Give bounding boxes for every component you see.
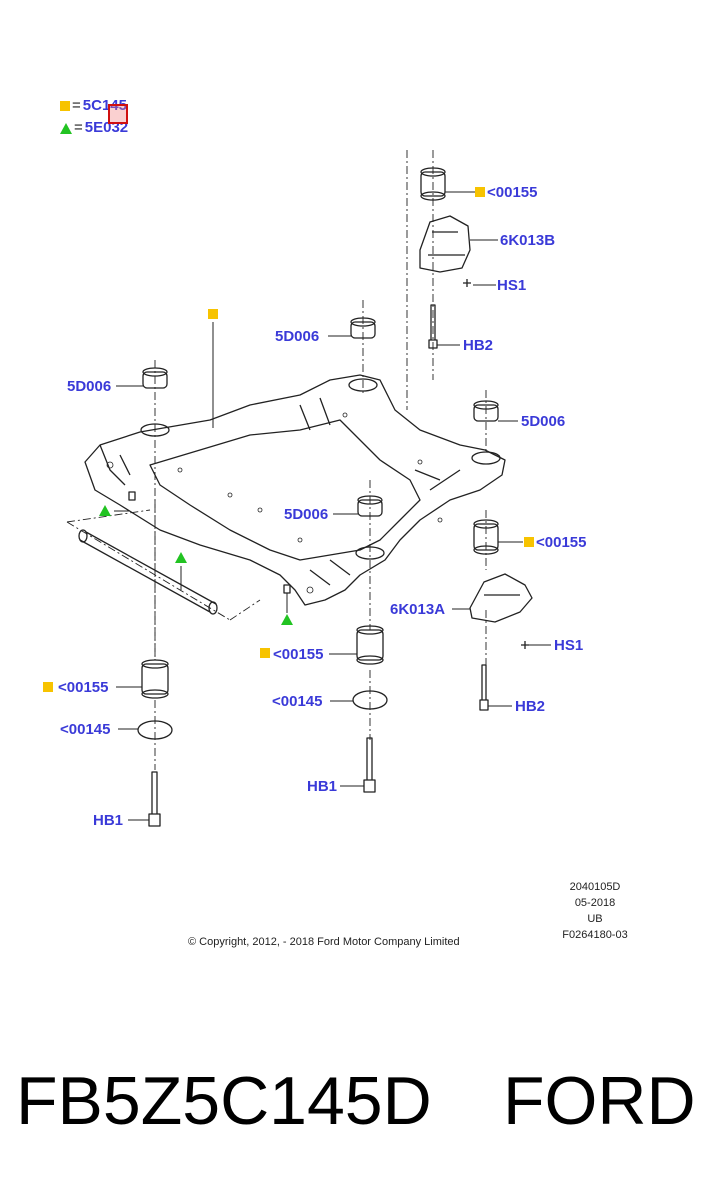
axis-lines <box>66 150 487 770</box>
square-marker-icon <box>260 648 270 658</box>
callout-6k013b: 6K013B <box>500 232 556 249</box>
washer-left <box>137 720 173 740</box>
highlight-box <box>108 104 128 124</box>
bush-5d006-right <box>473 400 499 422</box>
legend-equals: = <box>72 97 81 114</box>
ref-line-2: 05-2018 <box>574 897 616 909</box>
ref-line-4: F0264180-03 <box>562 929 628 941</box>
leader-lines <box>114 191 551 821</box>
bolt-hb2-right <box>479 664 489 711</box>
brand-name: FORD <box>503 1063 696 1139</box>
square-marker-icon <box>524 537 534 547</box>
bush-left <box>141 659 169 699</box>
bush-5d006-center <box>350 317 376 339</box>
part-number: FB5Z5C145D <box>16 1063 432 1139</box>
bush-top-rear <box>420 167 446 201</box>
bush-right <box>473 519 499 555</box>
stabilizer-bar <box>79 531 217 613</box>
callout-00145-left: <00145 <box>60 721 111 738</box>
callout-5d006-center: 5D006 <box>275 328 320 345</box>
callout-00155-left: <00155 <box>58 679 109 696</box>
callout-00155-right: <00155 <box>536 534 587 551</box>
washer-mid <box>352 690 388 710</box>
callout-00145-mid: <00145 <box>272 693 323 710</box>
bolt-hb1-mid <box>363 737 376 793</box>
footer: FB5Z5C145D FORD <box>0 1062 708 1152</box>
bolt-hb1-left <box>148 771 161 827</box>
subframe-exploded-diagram <box>66 150 551 827</box>
callout-6k013a: 6K013A <box>390 601 446 618</box>
triangle-marker-icon <box>99 505 111 516</box>
callout-hb1-mid: HB1 <box>307 778 338 795</box>
square-marker-icon <box>475 187 485 197</box>
legend-square-row: =5C145 <box>60 97 127 115</box>
callout-hb2-right: HB2 <box>515 698 546 715</box>
bush-5d006-left <box>142 367 168 389</box>
callout-hs1-top: HS1 <box>497 277 527 294</box>
ref-line-1: 2040105D <box>569 881 621 893</box>
callout-00155-top: <00155 <box>487 184 538 201</box>
callout-hs1-right: HS1 <box>554 637 584 654</box>
square-marker-icon <box>208 309 218 319</box>
mount-bracket-a <box>469 573 533 623</box>
triangle-marker-icon <box>175 552 187 563</box>
ref-line-3: UB <box>587 913 603 925</box>
callout-hb2-top: HB2 <box>463 337 494 354</box>
callout-5d006-left: 5D006 <box>67 378 112 395</box>
triangle-marker-icon <box>60 122 72 134</box>
drawing-reference: 2040105D 05-2018 UB F0264180-03 <box>540 879 650 943</box>
bush-5d006-lower <box>357 495 383 517</box>
bush-mid <box>356 625 384 665</box>
bolt-hb2-top <box>428 304 438 349</box>
callout-hb1-left: HB1 <box>93 812 124 829</box>
callout-5d006-lower: 5D006 <box>284 506 329 523</box>
square-marker-icon <box>43 682 53 692</box>
mount-bracket-b <box>419 215 471 273</box>
subframe-outline <box>84 374 506 606</box>
legend-square-label: 5C145 <box>82 97 127 114</box>
callout-00155-mid: <00155 <box>273 646 324 663</box>
square-marker-icon <box>60 101 70 112</box>
legend-equals: = <box>74 119 83 136</box>
copyright-notice: © Copyright, 2012, - 2018 Ford Motor Com… <box>188 936 460 948</box>
triangle-marker-icon <box>281 614 293 625</box>
callout-5d006-right: 5D006 <box>521 413 566 430</box>
